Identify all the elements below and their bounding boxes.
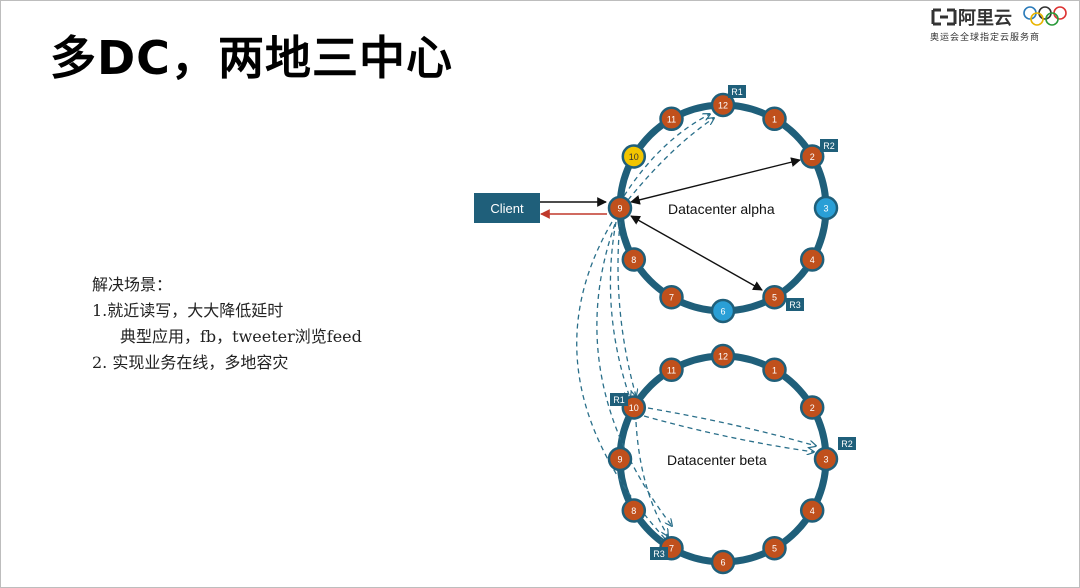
notes-line-2: 2. 实现业务在线，多地容灾 (92, 353, 289, 372)
beta-node-8: 8 (621, 498, 647, 523)
coord-to-node1-dashed-b (627, 118, 714, 201)
aliyun-logo: 阿里云 奥运会全球指定云服务商 (930, 4, 1070, 44)
alpha-node-1: 1 (762, 106, 787, 132)
alpha-node-12: 12 (710, 92, 736, 118)
slide-title: 多DC，两地三中心 (50, 31, 453, 85)
alpha-node-label: 11 (667, 114, 676, 124)
alpha-r3-tag: R3 (789, 300, 801, 310)
alpha-node-label: 1 (772, 114, 777, 124)
beta-node-3: 3 (813, 446, 839, 472)
beta11-to-beta4-dashed-a (643, 415, 814, 452)
beta-node-12: 12 (710, 343, 736, 369)
coord-to-node3-arrow (630, 157, 801, 205)
beta-node-label: 9 (617, 455, 622, 465)
alpha-to-beta11-dashed-a (609, 221, 630, 398)
beta-node-9: 9 (607, 446, 633, 472)
beta-node-label: 3 (823, 455, 828, 465)
alpha-node-label: 8 (631, 255, 636, 265)
beta-node-10: 10 (621, 395, 647, 420)
beta-node-label: 7 (669, 544, 674, 554)
alpha-node-label: 2 (810, 152, 815, 162)
alpha-node-label: 10 (629, 152, 639, 162)
beta11-to-beta8-dashed (635, 421, 668, 536)
beta-r3-tag: R3 (653, 549, 665, 559)
alpha-r1-tag: R1 (731, 87, 743, 97)
alpha-node-6: 6 (710, 298, 736, 324)
alpha-node-3: 3 (813, 195, 839, 221)
alpha-to-beta8-dashed-a (576, 221, 668, 542)
beta-node-label: 2 (810, 403, 815, 413)
coord-to-node6-arrow (630, 215, 763, 291)
alpha-to-beta8-dashed-b (596, 223, 672, 526)
beta-r1-tag: R1 (613, 395, 625, 405)
beta-node-1: 1 (762, 357, 787, 383)
notes-heading: 解决场景： (92, 275, 173, 294)
alpha-node-11: 11 (659, 106, 684, 132)
beta11-to-beta4-dashed-b (647, 407, 816, 446)
alpha-node-label: 4 (810, 255, 815, 265)
alpha-node-7: 7 (659, 284, 684, 310)
alpha-node-label: 3 (823, 204, 828, 214)
beta-node-4: 4 (799, 498, 825, 523)
olympic-rings-icon (1023, 6, 1067, 26)
logo-tagline: 奥运会全球指定云服务商 (930, 33, 1041, 43)
logo-brand: 阿里云 (958, 8, 1012, 29)
beta-node-label: 12 (718, 352, 728, 362)
alpha-node-2: 2 (799, 144, 825, 169)
alpha-replica-tags: R1 R2 R3 (728, 85, 838, 311)
beta-node-label: 11 (667, 365, 676, 375)
alpha-node-label: 5 (772, 293, 777, 303)
alpha-to-beta11-dashed-b (617, 221, 636, 396)
scenario-notes: 解决场景： 1.就近读写，大大降低延时 典型应用，fb，tweeter浏览fee… (92, 272, 362, 376)
beta-node-label: 4 (810, 506, 815, 516)
beta-node-label: 5 (772, 544, 777, 554)
beta-node-6: 6 (710, 549, 736, 575)
beta-node-label: 8 (631, 506, 636, 516)
beta-node-2: 2 (799, 395, 825, 420)
notes-line-1: 1.就近读写，大大降低延时 (92, 301, 284, 320)
alpha-node-label: 7 (669, 293, 674, 303)
alpha-node-4: 4 (799, 247, 825, 272)
datacenter-alpha-label: Datacenter alpha (668, 201, 775, 217)
beta-node-11: 11 (659, 357, 684, 383)
beta-replica-tags: R1 R2 R3 (610, 393, 856, 560)
client-box (474, 193, 540, 223)
alpha-node-label: 9 (617, 204, 622, 214)
alpha-node-label: 6 (720, 307, 725, 317)
alpha-node-10: 10 (621, 144, 647, 169)
beta-node-label: 6 (720, 558, 725, 568)
beta-node-5: 5 (762, 535, 787, 561)
notes-line-1-sub: 典型应用，fb，tweeter浏览feed (120, 327, 362, 346)
aliyun-logo-icon (931, 8, 957, 26)
beta-node-label: 1 (772, 365, 777, 375)
alpha-node-5: 5 (762, 284, 787, 310)
client-label: Client (490, 201, 524, 216)
datacenter-beta-label: Datacenter beta (667, 452, 767, 468)
alpha-node-9: 9 (607, 195, 633, 221)
beta-node-label: 10 (629, 403, 639, 413)
beta-r2-tag: R2 (841, 439, 853, 449)
alpha-r2-tag: R2 (823, 141, 835, 151)
alpha-node-label: 12 (718, 101, 728, 111)
alpha-node-8: 8 (621, 247, 647, 272)
